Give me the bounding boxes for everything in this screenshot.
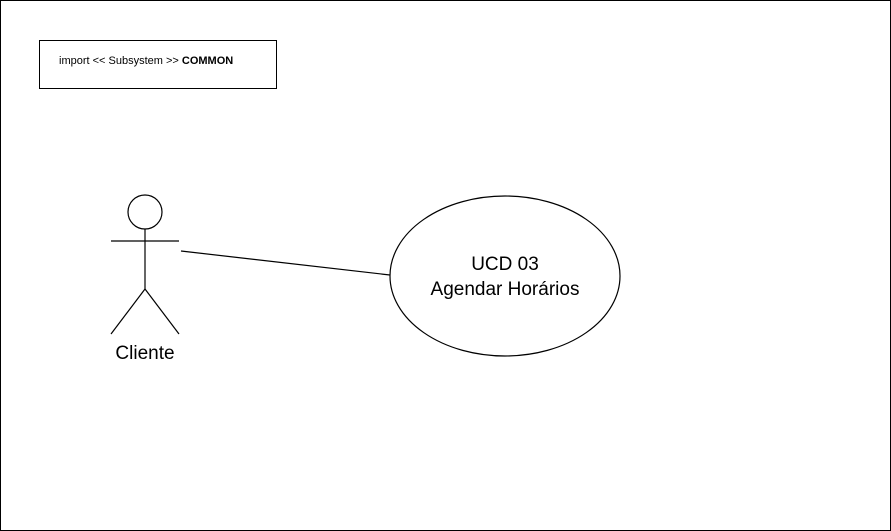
import-note-prefix: import << Subsystem >>: [59, 55, 182, 67]
actor-figure: [110, 194, 180, 335]
actor-left-leg: [110, 288, 146, 335]
import-note-text: import << Subsystem >> COMMON: [59, 55, 233, 67]
actor-right-leg: [144, 288, 180, 335]
association-line: [180, 250, 391, 276]
actor-label: Cliente: [115, 343, 175, 364]
import-note-subsystem: COMMON: [181, 55, 234, 67]
actor-head: [127, 194, 163, 230]
import-note: import << Subsystem >> COMMON: [39, 40, 277, 89]
use-case-label: UCD 03 Agendar Horários: [390, 252, 620, 302]
use-case-name: Agendar Horários: [430, 279, 580, 300]
use-case-ellipse: [389, 195, 621, 357]
use-case-id: UCD 03: [471, 254, 539, 275]
